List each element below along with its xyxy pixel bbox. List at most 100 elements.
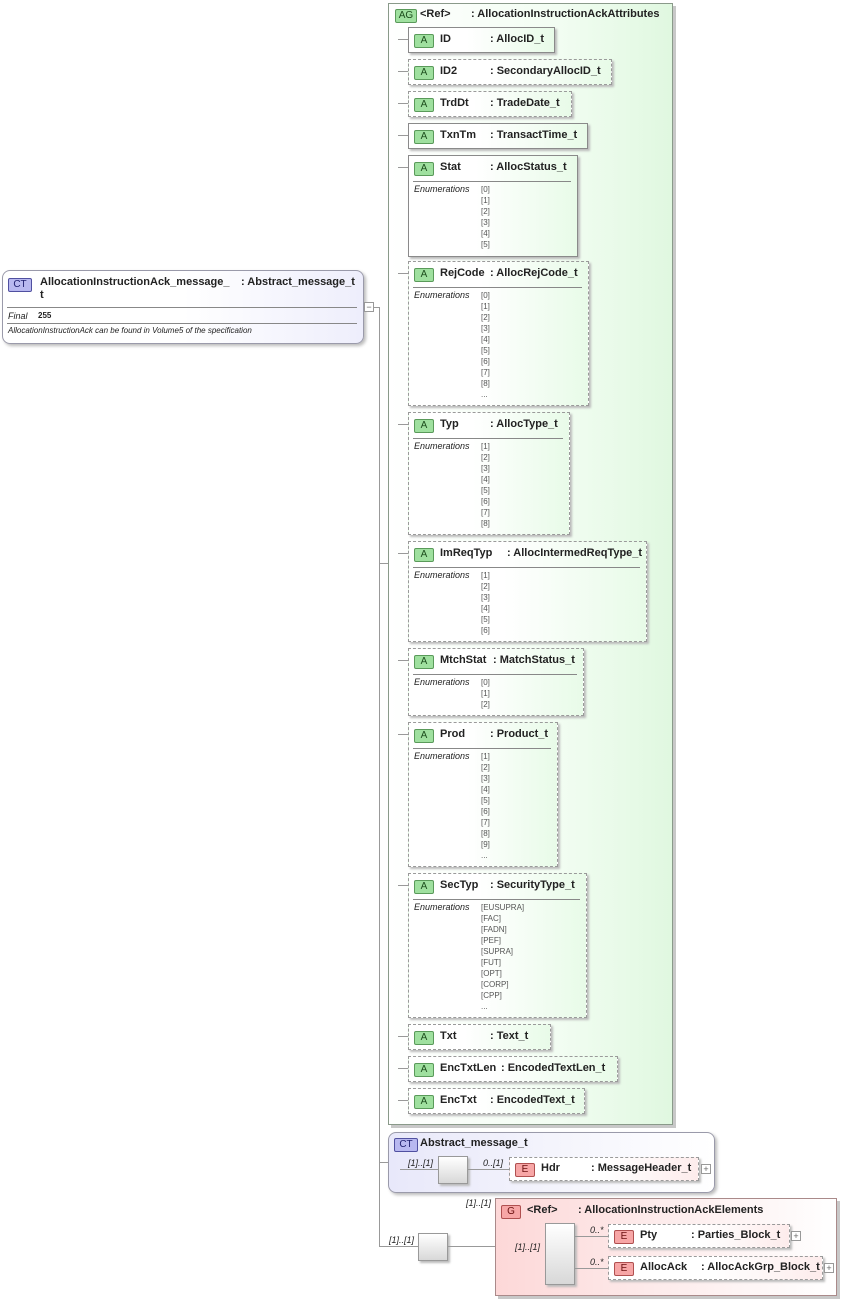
attribute-branch-line <box>398 71 408 72</box>
attribute-branch-line <box>398 273 408 274</box>
attribute-type: : Product_t <box>490 728 549 740</box>
element-name: AllocAck <box>640 1261 688 1273</box>
attribute-txntm[interactable]: A TxnTm : TransactTime_t <box>408 123 588 149</box>
attribute-branch-line <box>398 424 408 425</box>
attribute-branch-line <box>398 167 408 168</box>
connector-to-attr-group <box>379 563 389 564</box>
attribute-badge: A <box>414 98 434 112</box>
attribute-enctxt[interactable]: A EncTxt : EncodedText_t <box>408 1088 585 1114</box>
attribute-badge: A <box>414 268 434 282</box>
attribute-enctxtlen[interactable]: A EncTxtLen : EncodedTextLen_t <box>408 1056 618 1082</box>
connector-to-seq <box>379 1246 419 1247</box>
attribute-name: EncTxt <box>440 1094 477 1106</box>
main-type-name: AllocationInstructionAck_message_ <box>40 276 230 288</box>
final-value: 255 <box>38 311 52 320</box>
group-type: : AllocationInstructionAckElements <box>578 1204 764 1216</box>
attribute-branch-line <box>398 39 408 40</box>
enumerations-label: Enumerations <box>414 441 470 451</box>
main-complex-type: CT AllocationInstructionAck_message_ t :… <box>2 270 364 344</box>
attribute-imreqtyp[interactable]: A ImReqTyp : AllocIntermedReqType_t Enum… <box>408 541 647 642</box>
enumerations-label: Enumerations <box>414 184 470 194</box>
element-type: : MessageHeader_t <box>591 1162 692 1174</box>
main-type-name-cont: t <box>40 289 44 301</box>
group-multiplicity: [1]..[1] <box>466 1198 492 1208</box>
attribute-typ[interactable]: A Typ : AllocType_t Enumerations [1] [2]… <box>408 412 570 535</box>
enumerations-label: Enumerations <box>414 290 470 300</box>
sequence-icon[interactable] <box>438 1156 468 1184</box>
attribute-badge: A <box>414 548 434 562</box>
attribute-name: Prod <box>440 728 466 740</box>
enumeration-values: [1] [2] [3] [4] [5] [6] [7] [8] <box>481 442 490 528</box>
element-pty[interactable]: E Pty : Parties_Block_t <box>608 1224 790 1248</box>
attribute-name: Typ <box>440 418 459 430</box>
hdr-expand-icon[interactable]: + <box>701 1164 711 1174</box>
attribute-mtchstat[interactable]: A MtchStat : MatchStatus_t Enumerations … <box>408 648 584 716</box>
attribute-rejcode[interactable]: A RejCode : AllocRejCode_t Enumerations … <box>408 261 589 406</box>
attribute-badge: A <box>414 130 434 144</box>
attribute-name: EncTxtLen <box>440 1062 497 1074</box>
attribute-group-name: <Ref> <box>420 8 451 20</box>
attribute-sectyp[interactable]: A SecTyp : SecurityType_t Enumerations [… <box>408 873 587 1018</box>
attribute-name: TrdDt <box>440 97 469 109</box>
attribute-type: : MatchStatus_t <box>493 654 575 666</box>
attribute-group-badge: AG <box>395 9 417 23</box>
attribute-id[interactable]: A ID : AllocID_t <box>408 27 555 53</box>
attribute-badge: A <box>414 162 434 176</box>
attribute-trddt[interactable]: A TrdDt : TradeDate_t <box>408 91 572 117</box>
attribute-type: : TransactTime_t <box>490 129 578 141</box>
attribute-stat[interactable]: A Stat : AllocStatus_t Enumerations [0] … <box>408 155 578 257</box>
main-type-doc: AllocationInstructionAck can be found in… <box>8 326 252 335</box>
element-name: Hdr <box>541 1162 560 1174</box>
connector-to-abstract <box>379 1162 389 1163</box>
attribute-name: Txt <box>440 1030 457 1042</box>
attribute-prod[interactable]: A Prod : Product_t Enumerations [1] [2] … <box>408 722 558 867</box>
attribute-branch-line <box>398 103 408 104</box>
enumeration-values: [0] [1] [2] [3] [4] [5] [6] [7] [8] ... <box>481 291 490 399</box>
element-badge: E <box>614 1230 634 1244</box>
attribute-branch-line <box>398 660 408 661</box>
sequence-multiplicity: [1]..[1] <box>408 1158 434 1168</box>
attribute-type: : TradeDate_t <box>490 97 560 109</box>
attribute-type: : AllocType_t <box>490 418 558 430</box>
enumerations-label: Enumerations <box>414 570 470 580</box>
element-badge: E <box>515 1163 535 1177</box>
attribute-badge: A <box>414 1063 434 1077</box>
attribute-branch-line <box>398 1100 408 1101</box>
attribute-branch-line <box>398 1036 408 1037</box>
attribute-txt[interactable]: A Txt : Text_t <box>408 1024 551 1050</box>
main-expand-icon[interactable]: − <box>364 302 374 312</box>
attribute-badge: A <box>414 66 434 80</box>
group-name: <Ref> <box>527 1204 558 1216</box>
enumeration-values: [1] [2] [3] [4] [5] [6] <box>481 571 490 635</box>
attribute-branch-line <box>398 135 408 136</box>
connector-main-trunk <box>379 307 380 1246</box>
attribute-type: : EncodedTextLen_t <box>501 1062 606 1074</box>
element-badge: E <box>614 1262 634 1276</box>
outer-sequence-multiplicity: [1]..[1] <box>389 1235 415 1245</box>
allocack-expand-icon[interactable]: + <box>824 1263 834 1273</box>
attribute-badge: A <box>414 1095 434 1109</box>
attribute-type: : SecurityType_t <box>490 879 575 891</box>
attribute-name: ID <box>440 33 451 45</box>
outer-sequence-icon[interactable] <box>418 1233 448 1261</box>
attribute-badge: A <box>414 1031 434 1045</box>
pty-multiplicity: 0..* <box>590 1225 604 1235</box>
attribute-type: : Text_t <box>490 1030 529 1042</box>
attribute-branch-line <box>398 1068 408 1069</box>
group-badge: G <box>501 1205 521 1219</box>
enumeration-values: [EUSUPRA] [FAC] [FADN] [PEF] [SUPRA] [FU… <box>481 903 525 1011</box>
enumerations-label: Enumerations <box>414 902 470 912</box>
inner-sequence-icon[interactable] <box>545 1223 575 1285</box>
enumeration-values: [0] [1] [2] <box>481 678 490 709</box>
element-allocack[interactable]: E AllocAck : AllocAckGrp_Block_t <box>608 1256 823 1280</box>
pty-expand-icon[interactable]: + <box>791 1231 801 1241</box>
attribute-id2[interactable]: A ID2 : SecondaryAllocID_t <box>408 59 612 85</box>
attribute-type: : AllocRejCode_t <box>490 267 578 279</box>
attribute-name: TxnTm <box>440 129 477 141</box>
element-type: : Parties_Block_t <box>691 1229 781 1241</box>
hdr-multiplicity: 0..[1] <box>483 1158 504 1168</box>
element-hdr[interactable]: E Hdr : MessageHeader_t <box>509 1157 699 1181</box>
attribute-badge: A <box>414 419 434 433</box>
element-type: : AllocAckGrp_Block_t <box>701 1261 820 1273</box>
attribute-type: : EncodedText_t <box>490 1094 575 1106</box>
